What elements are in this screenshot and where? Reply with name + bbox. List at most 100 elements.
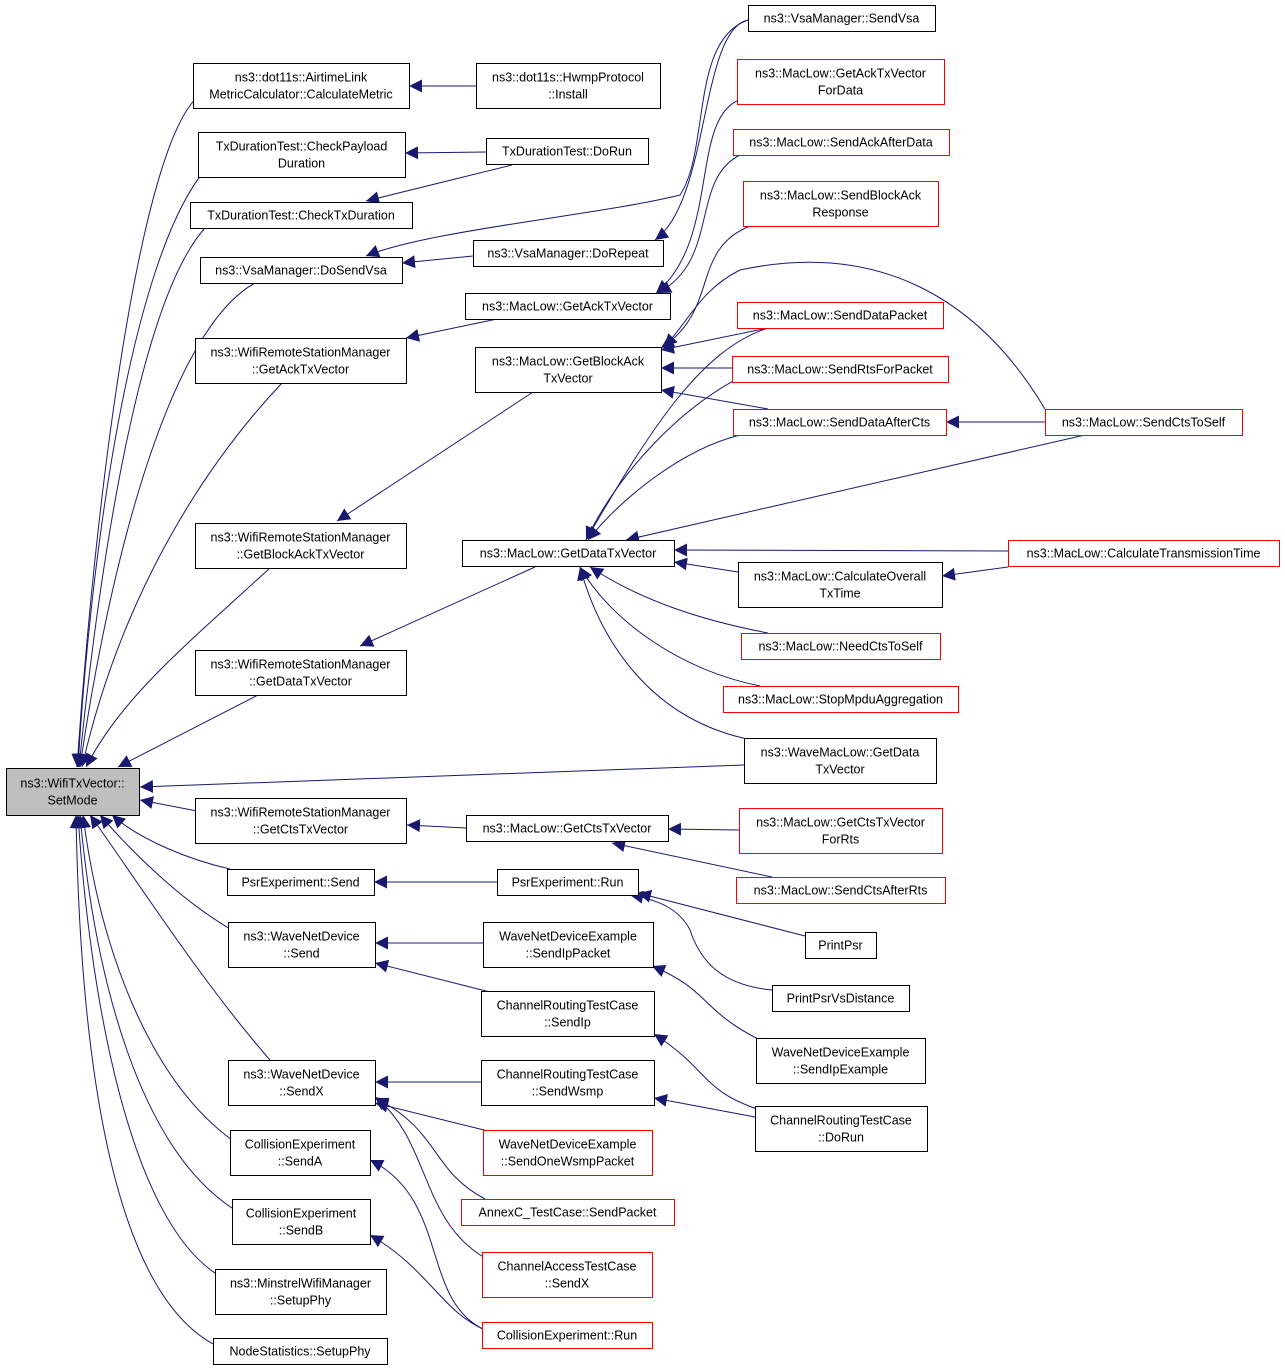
node-sendvsa[interactable]: ns3::VsaManager::SendVsa bbox=[748, 5, 936, 32]
node-prun[interactable]: PsrExperiment::Run bbox=[497, 869, 639, 896]
node-wnds[interactable]: ns3::WaveNetDevice::Send bbox=[228, 922, 376, 968]
node-mlgct[interactable]: ns3::MacLow::GetCtsTxVector bbox=[466, 815, 669, 842]
node-mwsp[interactable]: ns3::MinstrelWifiManager::SetupPhy bbox=[215, 1269, 387, 1315]
edge-ncts-to-mlgdt bbox=[589, 566, 769, 634]
node-wgct[interactable]: ns3::WifiRemoteStationManager::GetCtsTxV… bbox=[195, 798, 407, 844]
node-box bbox=[195, 798, 407, 844]
node-box bbox=[723, 686, 959, 713]
node-hwmp[interactable]: ns3::dot11s::HwmpProtocol::Install bbox=[476, 63, 661, 109]
node-root[interactable]: ns3::WifiTxVector::SetMode bbox=[6, 768, 140, 816]
node-label: SetMode bbox=[47, 794, 97, 808]
node-crtdr[interactable]: ChannelRoutingTestCase::DoRun bbox=[755, 1106, 928, 1152]
node-box bbox=[475, 347, 662, 393]
node-ctt[interactable]: ns3::MacLow::CalculateTransmissionTime bbox=[1008, 540, 1280, 567]
node-label: ns3::MacLow::SendRtsForPacket bbox=[747, 363, 933, 377]
node-box bbox=[465, 293, 671, 320]
node-ncts[interactable]: ns3::MacLow::NeedCtsToSelf bbox=[741, 633, 941, 660]
node-mlgack[interactable]: ns3::MacLow::GetAckTxVector bbox=[465, 293, 671, 320]
node-box bbox=[744, 738, 937, 784]
edge-wndesie-to-wndesip bbox=[651, 964, 761, 1041]
node-crtsip[interactable]: ChannelRoutingTestCase::SendIp bbox=[481, 991, 655, 1037]
node-wmgd[interactable]: ns3::WaveMacLow::GetDataTxVector bbox=[744, 738, 937, 784]
node-cm[interactable]: ns3::dot11s::AirtimeLinkMetricCalculator… bbox=[193, 63, 410, 109]
node-wndesie[interactable]: WaveNetDeviceExample::SendIpExample bbox=[756, 1038, 926, 1084]
node-annex[interactable]: AnnexC_TestCase::SendPacket bbox=[461, 1199, 675, 1226]
node-label: ::SendX bbox=[545, 1277, 590, 1291]
node-label: Response bbox=[812, 206, 868, 220]
node-box bbox=[190, 202, 413, 229]
node-label: ns3::MacLow::GetCtsTxVector bbox=[483, 822, 652, 836]
node-scts[interactable]: ns3::MacLow::SendCtsToSelf bbox=[1045, 409, 1243, 436]
edge-ceB-to-root bbox=[74, 814, 236, 1211]
node-scar[interactable]: ns3::MacLow::SendCtsAfterRts bbox=[736, 877, 946, 904]
node-nssp[interactable]: NodeStatistics::SetupPhy bbox=[213, 1338, 388, 1365]
edge-wndsx-to-root bbox=[89, 814, 271, 1061]
node-box bbox=[228, 1060, 376, 1106]
edge-cot-to-mlgdt bbox=[673, 557, 739, 573]
node-psend[interactable]: PsrExperiment::Send bbox=[227, 869, 375, 896]
node-box bbox=[200, 257, 403, 284]
edge-sdac-to-mlgdt bbox=[587, 434, 741, 541]
node-sdac[interactable]: ns3::MacLow::SendDataAfterCts bbox=[733, 409, 947, 436]
node-label: ns3::WifiRemoteStationManager bbox=[211, 658, 391, 672]
edge-crtdr-to-crtsip bbox=[653, 1033, 761, 1111]
node-wgack[interactable]: ns3::WifiRemoteStationManager::GetAckTxV… bbox=[195, 338, 407, 384]
edge-cpd-to-root bbox=[72, 169, 206, 768]
node-ceB[interactable]: CollisionExperiment::SendB bbox=[232, 1199, 371, 1245]
node-wndsx[interactable]: ns3::WaveNetDevice::SendX bbox=[228, 1060, 376, 1106]
node-catsx[interactable]: ChannelAccessTestCase::SendX bbox=[482, 1252, 653, 1298]
node-cerun[interactable]: CollisionExperiment::Run bbox=[482, 1322, 653, 1349]
node-ctd[interactable]: TxDurationTest::CheckTxDuration bbox=[190, 202, 413, 229]
node-crtsw[interactable]: ChannelRoutingTestCase::SendWsmp bbox=[481, 1060, 655, 1106]
edge-gatfd-to-mlgack bbox=[655, 99, 740, 294]
edge-ctd-to-root bbox=[73, 227, 206, 768]
node-box bbox=[486, 138, 649, 165]
node-sma[interactable]: ns3::MacLow::StopMpduAggregation bbox=[723, 686, 959, 713]
node-mlgbat[interactable]: ns3::MacLow::GetBlockAckTxVector bbox=[475, 347, 662, 393]
node-ppvd[interactable]: PrintPsrVsDistance bbox=[772, 985, 910, 1012]
edge-sbar-to-mlgbat bbox=[660, 225, 751, 349]
edge-saad-to-mlgack bbox=[657, 154, 741, 294]
node-saad[interactable]: ns3::MacLow::SendAckAfterData bbox=[733, 129, 950, 156]
node-mlgdt[interactable]: ns3::MacLow::GetDataTxVector bbox=[462, 540, 675, 567]
node-box bbox=[497, 869, 639, 896]
node-label: Duration bbox=[278, 157, 325, 171]
node-box bbox=[738, 562, 943, 608]
edge-cerun-to-ceB bbox=[369, 1234, 486, 1331]
edge-dsv-to-root bbox=[75, 282, 256, 768]
node-label: ns3::MacLow::GetAckTxVector bbox=[755, 67, 926, 81]
node-wndesip[interactable]: WaveNetDeviceExample::SendIpPacket bbox=[483, 922, 654, 968]
node-label: CollisionExperiment::Run bbox=[497, 1329, 637, 1343]
node-box bbox=[481, 991, 655, 1037]
edge-sdac-to-mlgbat bbox=[660, 385, 769, 410]
node-sdp[interactable]: ns3::MacLow::SendDataPacket bbox=[737, 302, 944, 329]
edge-ctt-to-cot bbox=[941, 566, 1009, 581]
node-box bbox=[476, 63, 661, 109]
node-srfp[interactable]: ns3::MacLow::SendRtsForPacket bbox=[732, 356, 949, 383]
edge-wnds-to-root bbox=[99, 814, 233, 931]
edge-srfp-to-mlgdt bbox=[585, 379, 736, 541]
nodes-layer: ns3::WifiTxVector::SetMode ns3::dot11s::A… bbox=[6, 5, 1280, 1365]
node-ceA[interactable]: CollisionExperiment::SendA bbox=[230, 1130, 371, 1176]
node-dsv[interactable]: ns3::VsaManager::DoSendVsa bbox=[200, 257, 403, 284]
edge-wgack-to-root bbox=[78, 382, 283, 768]
node-label: WaveNetDeviceExample bbox=[772, 1046, 910, 1060]
node-ppsr[interactable]: PrintPsr bbox=[805, 932, 877, 959]
edge-wgct-to-root bbox=[139, 796, 198, 812]
node-wgbat[interactable]: ns3::WifiRemoteStationManager::GetBlockA… bbox=[195, 523, 407, 569]
node-wndesow[interactable]: WaveNetDeviceExample::SendOneWsmpPacket bbox=[483, 1130, 653, 1176]
node-wgdt[interactable]: ns3::WifiRemoteStationManager::GetDataTx… bbox=[195, 650, 407, 696]
node-tdrun[interactable]: TxDurationTest::DoRun bbox=[486, 138, 649, 165]
node-dorep[interactable]: ns3::VsaManager::DoRepeat bbox=[473, 240, 664, 267]
node-label: ns3::WifiRemoteStationManager bbox=[211, 531, 391, 545]
node-box bbox=[6, 768, 140, 816]
node-box bbox=[737, 59, 945, 105]
edge-scts-to-mlgbat bbox=[663, 261, 1046, 410]
edge-mwsp-to-root bbox=[72, 814, 219, 1276]
node-box bbox=[1008, 540, 1280, 567]
